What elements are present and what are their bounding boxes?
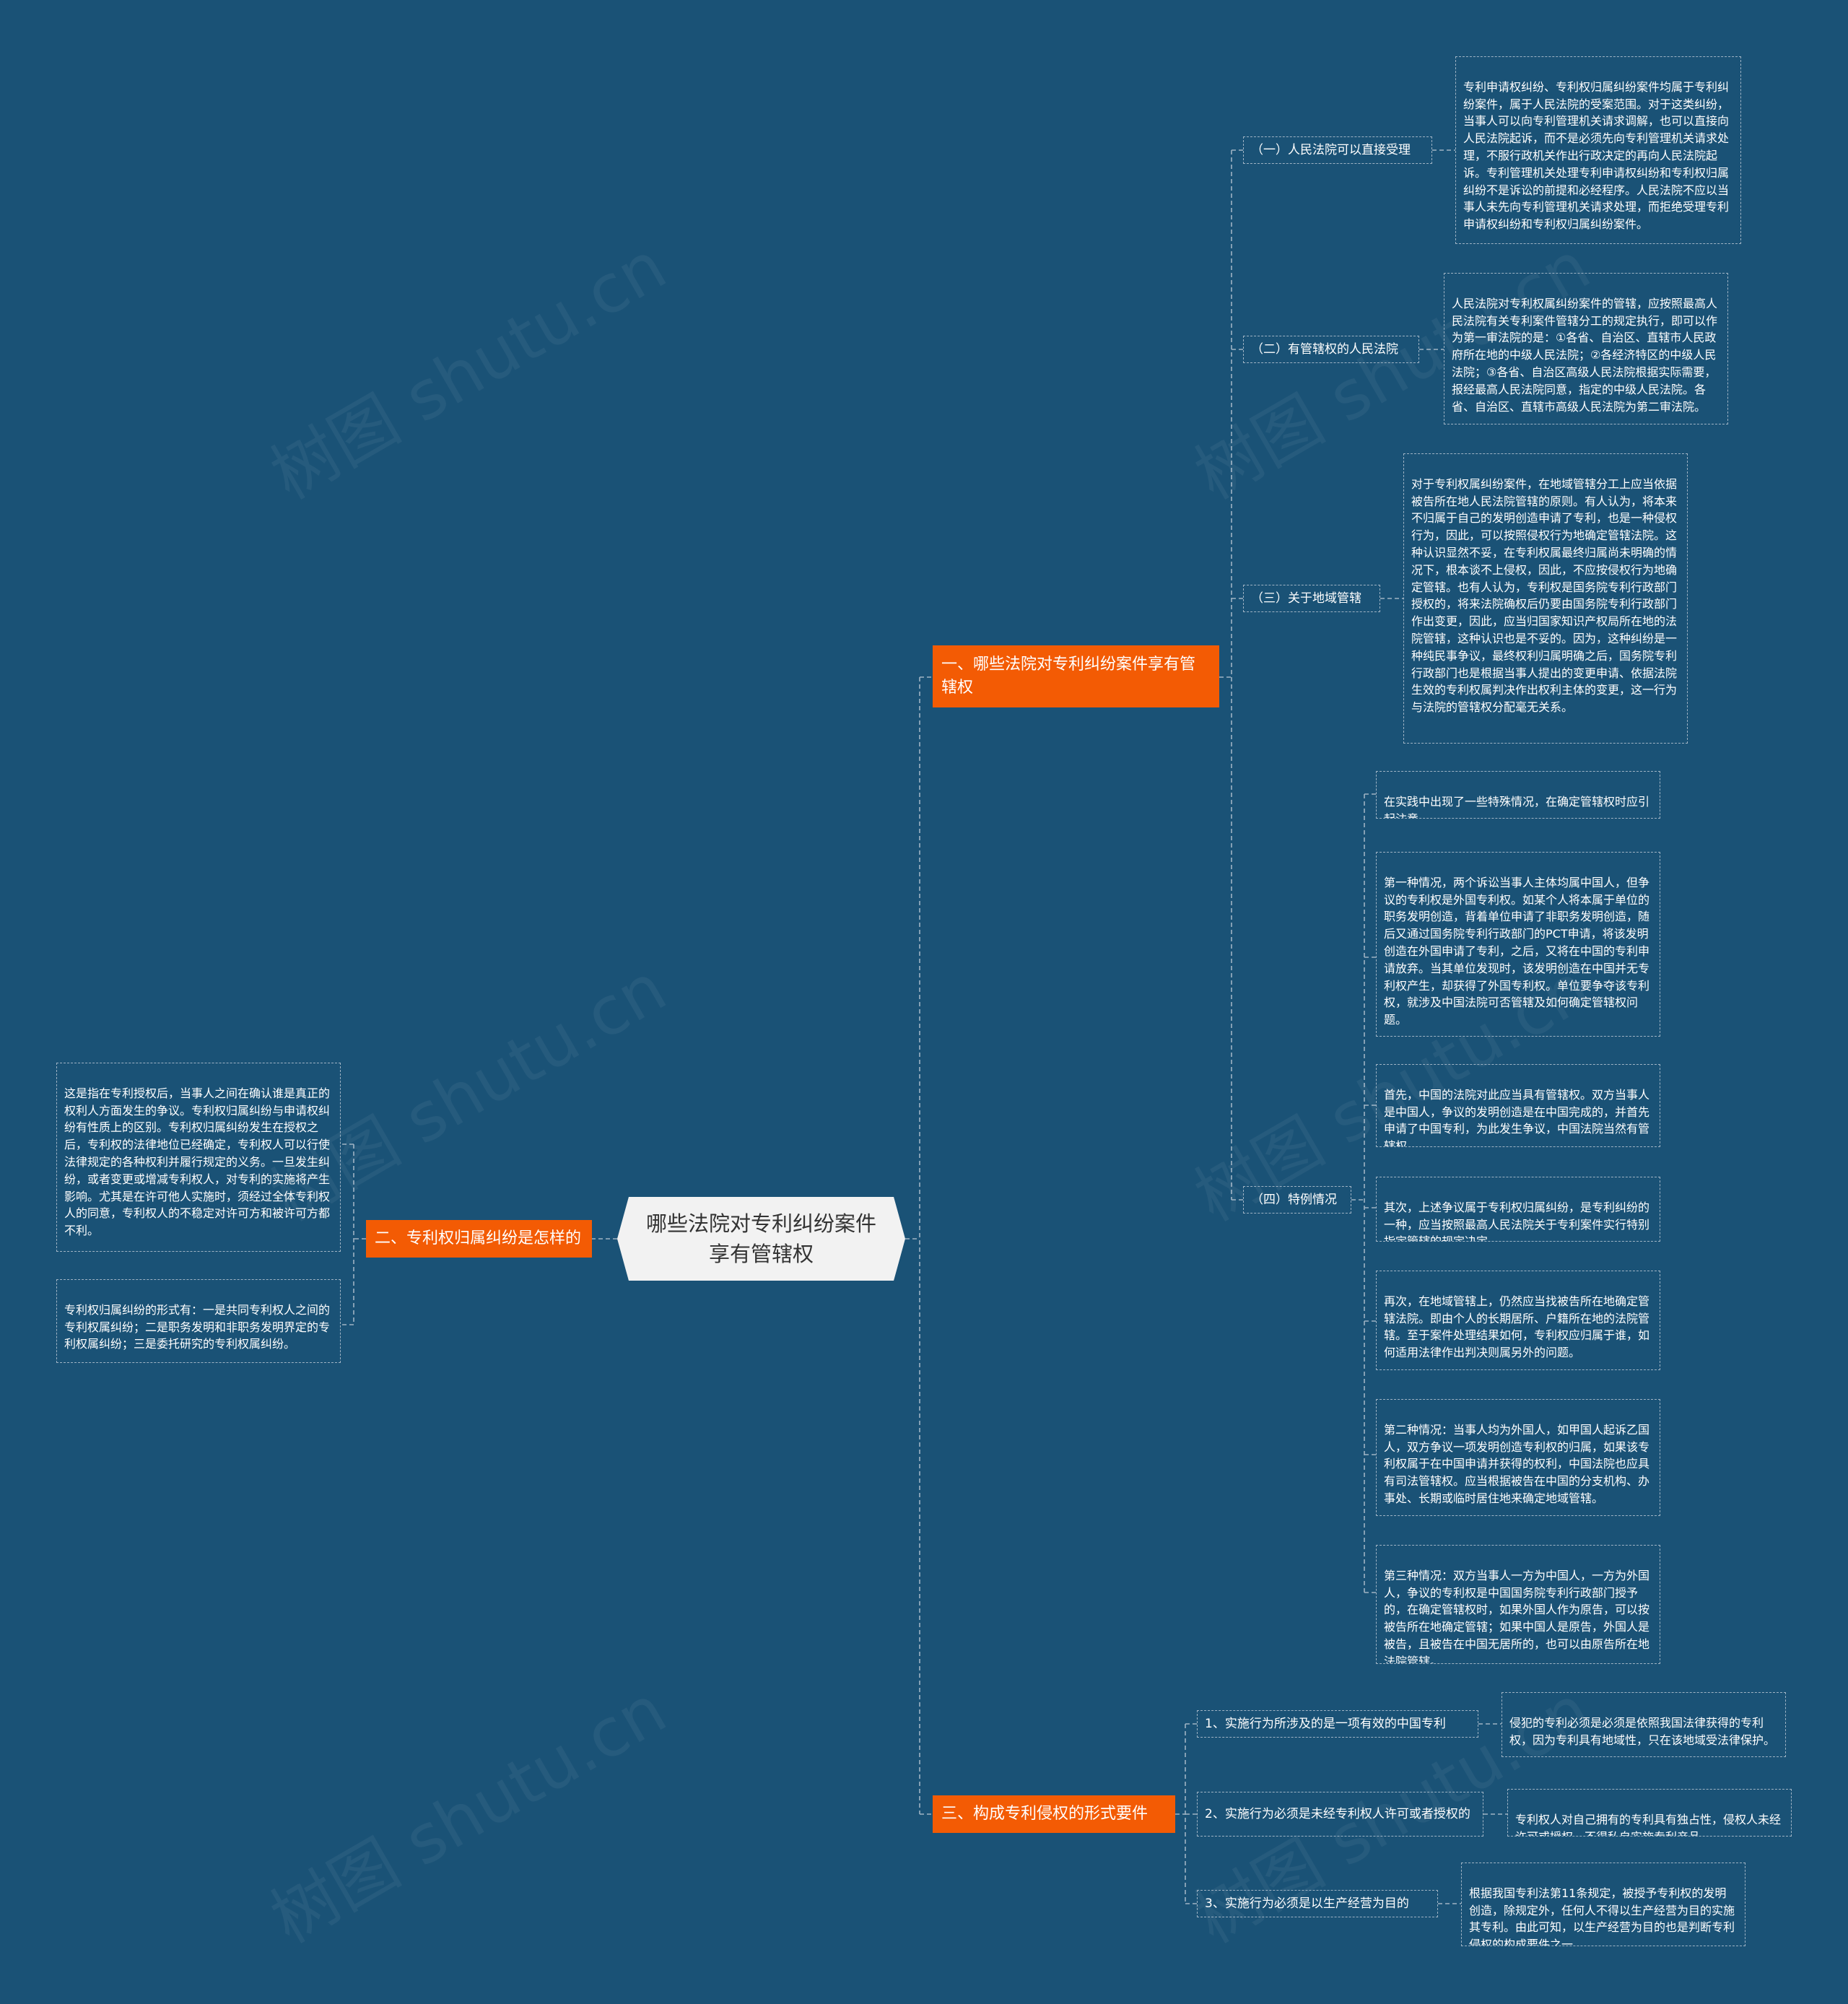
sub-1-4-label: （四）特例情况 <box>1251 1193 1337 1207</box>
sub-1-1[interactable]: （一）人民法院可以直接受理 <box>1243 136 1432 164</box>
detail-1-4-2: 第一种情况，两个诉讼当事人主体均属中国人，但争议的专利权是外国专利权。如某个人将… <box>1376 852 1660 1037</box>
detail-1-4-4: 其次，上述争议属于专利权归属纠纷，是专利纠纷的一种，应当按照最高人民法院关于专利… <box>1376 1177 1660 1242</box>
detail-1-4-1: 在实践中出现了一些特殊情况，在确定管辖权时应引起注意。 <box>1376 771 1660 819</box>
detail-1-4-2-text: 第一种情况，两个诉讼当事人主体均属中国人，但争议的专利权是外国专利权。如某个人将… <box>1384 875 1650 1027</box>
detail-3-3: 根据我国专利法第11条规定，被授予专利权的发明创造，除规定外，任何人不得以生产经… <box>1461 1863 1745 1946</box>
branch-2[interactable]: 二、专利权归属纠纷是怎样的 <box>366 1220 592 1258</box>
detail-3-2: 专利权人对自己拥有的专利具有独占性，侵权人未经许可或授权，不得私自实施专利产品。 <box>1507 1789 1792 1837</box>
detail-1-4-7: 第三种情况：双方当事人一方为中国人，一方为外国人，争议的专利权是中国国务院专利行… <box>1376 1545 1660 1664</box>
detail-1-4-6-text: 第二种情况：当事人均为外国人，如甲国人起诉乙国人，双方争议一项发明创造专利权的归… <box>1384 1422 1650 1505</box>
branch-2-label: 二、专利权归属纠纷是怎样的 <box>375 1229 582 1247</box>
detail-1-4-7-text: 第三种情况：双方当事人一方为中国人，一方为外国人，争议的专利权是中国国务院专利行… <box>1384 1568 1650 1664</box>
detail-3-3-text: 根据我国专利法第11条规定，被授予专利权的发明创造，除规定外，任何人不得以生产经… <box>1469 1886 1735 1946</box>
branch-1-label: 一、哪些法院对专利纠纷案件享有管辖权 <box>941 655 1196 697</box>
detail-3-2-text: 专利权人对自己拥有的专利具有独占性，侵权人未经许可或授权，不得私自实施专利产品。 <box>1515 1812 1782 1836</box>
detail-1-4-6: 第二种情况：当事人均为外国人，如甲国人起诉乙国人，双方争议一项发明创造专利权的归… <box>1376 1399 1660 1516</box>
branch-3[interactable]: 三、构成专利侵权的形式要件 <box>933 1795 1175 1833</box>
sub-3-3-label: 3、实施行为必须是以生产经营为目的 <box>1205 1896 1409 1911</box>
detail-1-2-text: 人民法院对专利权属纠纷案件的管辖，应按照最高人民法院有关专利案件管辖分工的规定执… <box>1452 296 1718 414</box>
sub-1-1-label: （一）人民法院可以直接受理 <box>1251 143 1411 157</box>
sub-1-4[interactable]: （四）特例情况 <box>1243 1186 1351 1214</box>
sub-3-3[interactable]: 3、实施行为必须是以生产经营为目的 <box>1197 1890 1438 1917</box>
detail-1-3: 对于专利权属纠纷案件，在地域管辖分工上应当依据被告所在地人民法院管辖的原则。有人… <box>1403 453 1688 744</box>
sub-1-2[interactable]: （二）有管辖权的人民法院 <box>1243 336 1419 363</box>
sub-1-3[interactable]: （三）关于地域管辖 <box>1243 585 1380 612</box>
detail-1-1: 专利申请权纠纷、专利权归属纠纷案件均属于专利纠纷案件，属于人民法院的受案范围。对… <box>1455 56 1741 244</box>
root-title: 哪些法院对专利纠纷案件享有管辖权 <box>646 1211 877 1266</box>
detail-2-1: 这是指在专利授权后，当事人之间在确认谁是真正的权利人方面发生的争议。专利权归属纠… <box>56 1063 341 1252</box>
sub-3-2[interactable]: 2、实施行为必须是未经专利权人许可或者授权的 <box>1197 1792 1483 1837</box>
detail-1-3-text: 对于专利权属纠纷案件，在地域管辖分工上应当依据被告所在地人民法院管辖的原则。有人… <box>1411 476 1678 715</box>
detail-1-1-text: 专利申请权纠纷、专利权归属纠纷案件均属于专利纠纷案件，属于人民法院的受案范围。对… <box>1463 79 1730 232</box>
detail-1-4-1-text: 在实践中出现了一些特殊情况，在确定管辖权时应引起注意。 <box>1384 794 1650 818</box>
sub-1-2-label: （二）有管辖权的人民法院 <box>1251 342 1398 357</box>
detail-1-4-4-text: 其次，上述争议属于专利权归属纠纷，是专利纠纷的一种，应当按照最高人民法院关于专利… <box>1384 1200 1650 1242</box>
sub-3-1[interactable]: 1、实施行为所涉及的是一项有效的中国专利 <box>1197 1710 1478 1738</box>
detail-1-4-3: 首先，中国的法院对此应当具有管辖权。双方当事人是中国人，争议的发明创造是在中国完… <box>1376 1064 1660 1147</box>
detail-2-2: 专利权归属纠纷的形式有：一是共同专利权人之间的专利权属纠纷；二是职务发明和非职务… <box>56 1279 341 1363</box>
detail-1-2: 人民法院对专利权属纠纷案件的管辖，应按照最高人民法院有关专利案件管辖分工的规定执… <box>1444 273 1728 424</box>
sub-3-1-label: 1、实施行为所涉及的是一项有效的中国专利 <box>1205 1717 1446 1731</box>
detail-1-4-3-text: 首先，中国的法院对此应当具有管辖权。双方当事人是中国人，争议的发明创造是在中国完… <box>1384 1087 1650 1147</box>
detail-1-4-5-text: 再次，在地域管辖上，仍然应当找被告所在地确定管辖法院。即由个人的长期居所、户籍所… <box>1384 1294 1650 1360</box>
detail-3-1-text: 侵犯的专利必须是必须是依照我国法律获得的专利权，因为专利具有地域性，只在该地域受… <box>1509 1715 1776 1747</box>
detail-2-1-text: 这是指在专利授权后，当事人之间在确认谁是真正的权利人方面发生的争议。专利权归属纠… <box>64 1086 331 1238</box>
detail-2-2-text: 专利权归属纠纷的形式有：一是共同专利权人之间的专利权属纠纷；二是职务发明和非职务… <box>64 1302 331 1351</box>
root-topic[interactable]: 哪些法院对专利纠纷案件享有管辖权 <box>617 1197 905 1281</box>
branch-1[interactable]: 一、哪些法院对专利纠纷案件享有管辖权 <box>933 645 1219 707</box>
detail-1-4-5: 再次，在地域管辖上，仍然应当找被告所在地确定管辖法院。即由个人的长期居所、户籍所… <box>1376 1271 1660 1370</box>
sub-1-3-label: （三）关于地域管辖 <box>1251 591 1361 606</box>
branch-3-label: 三、构成专利侵权的形式要件 <box>941 1805 1149 1823</box>
sub-3-2-label: 2、实施行为必须是未经专利权人许可或者授权的 <box>1205 1807 1470 1821</box>
detail-3-1: 侵犯的专利必须是必须是依照我国法律获得的专利权，因为专利具有地域性，只在该地域受… <box>1502 1692 1786 1757</box>
